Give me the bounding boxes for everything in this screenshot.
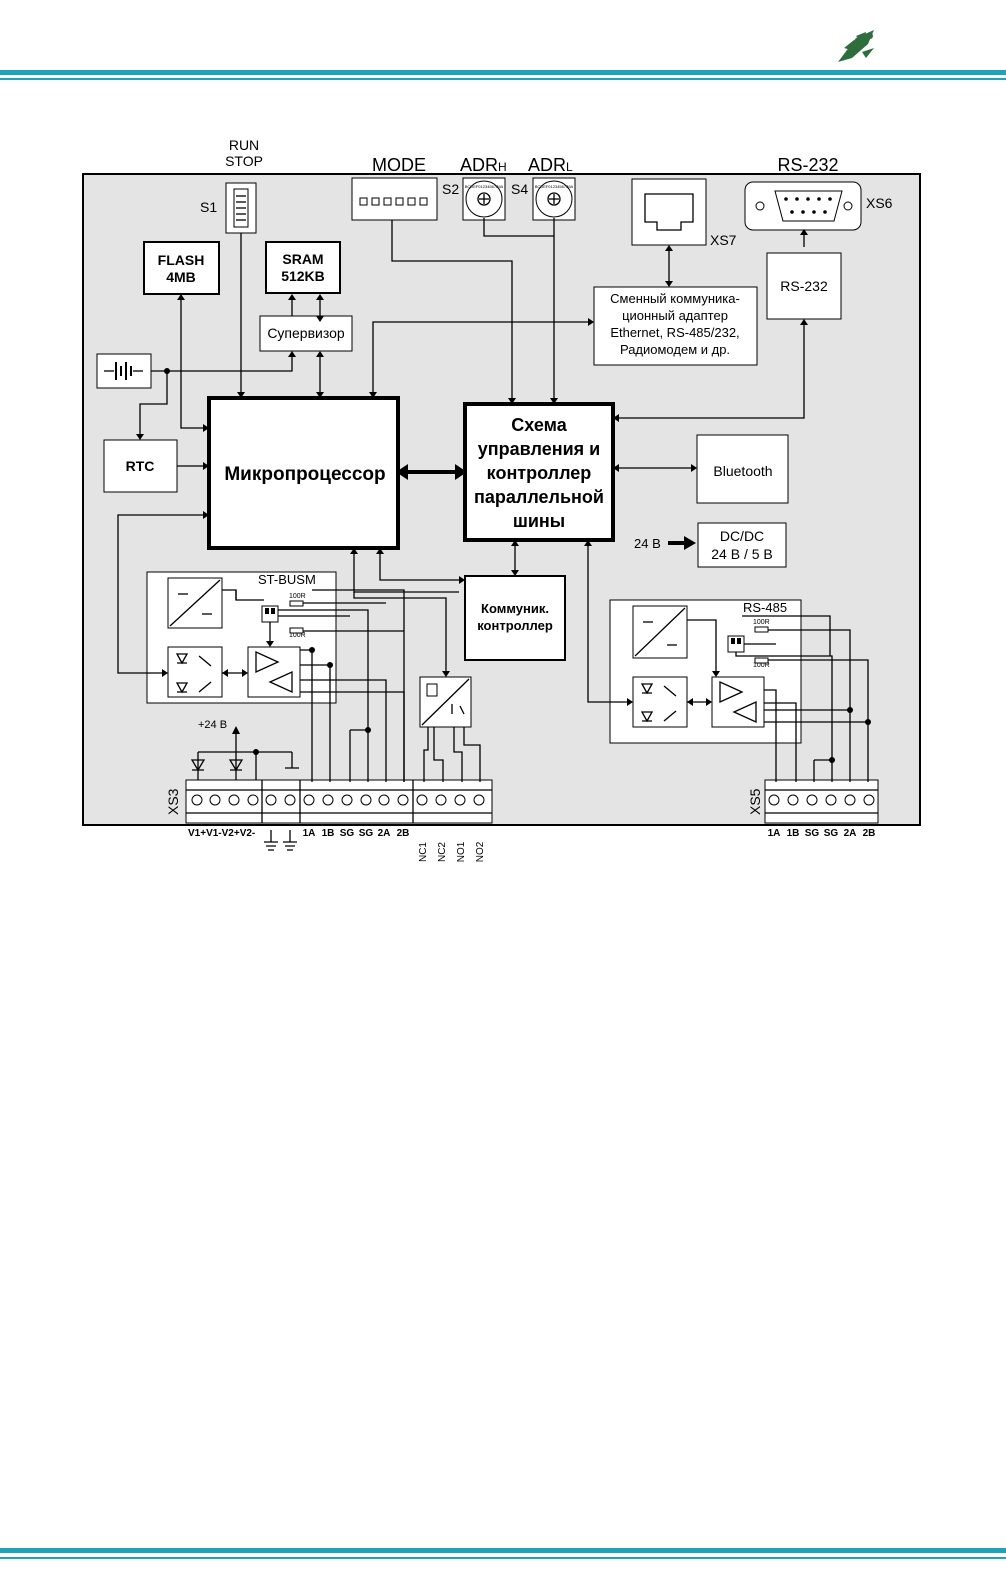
xs3-pin-2a: 2A — [378, 828, 391, 839]
rs232-title: RS-232 — [777, 155, 838, 175]
rotary-digits-s2: BCDEF0123456789A — [465, 184, 504, 189]
comm-label-1: Коммуник. — [481, 601, 549, 616]
flash-label-1: FLASH — [158, 252, 205, 268]
xs7-label: XS7 — [710, 232, 737, 248]
diode-network — [190, 726, 299, 782]
run-stop-switch — [225, 182, 257, 234]
rs485-block: RS-485 100R 100R — [609, 599, 802, 744]
s1-label: S1 — [200, 199, 217, 215]
flash-block: FLASH 4MB — [143, 241, 220, 295]
xs3-label: XS3 — [165, 788, 181, 815]
ctrl-label-4: параллельной — [474, 487, 604, 507]
sram-block: SRAM 512KB — [265, 241, 341, 294]
xs3-pin-nc2: NC2 — [437, 842, 448, 862]
mode-label: MODE — [372, 155, 426, 175]
bus-controller-block: Схема управления и контроллер параллельн… — [463, 402, 615, 542]
header-rule-thin — [0, 78, 1006, 80]
adapter-label-3: Ethernet, RS-485/232, — [610, 325, 739, 340]
rtc-block: RTC — [103, 439, 178, 493]
mode-dip-switch — [351, 177, 438, 221]
comm-label-2: контроллер — [477, 618, 553, 633]
header — [0, 30, 1006, 80]
xs3-pin-nc1: NC1 — [418, 842, 429, 862]
xs6-label: XS6 — [866, 195, 893, 211]
db9-connector-icon — [744, 181, 862, 231]
footer — [0, 1548, 1006, 1559]
ctrl-label-3: контроллер — [487, 463, 592, 483]
xs5-pin-2a: 2A — [844, 828, 857, 839]
ctrl-label-2: управления и — [478, 439, 600, 459]
ctrl-label-5: шины — [513, 511, 565, 531]
st-busm-block: ST-BUSM 100R 100R — [146, 571, 337, 704]
rs232-block: RS-232 — [766, 252, 842, 320]
footer-rule-thick — [0, 1548, 1006, 1553]
bluetooth-block: Bluetooth — [696, 434, 789, 504]
xs3-pin-1a: 1A — [303, 828, 316, 839]
xs3-pin-no2: NO2 — [475, 841, 486, 862]
sram-label-2: 512KB — [281, 268, 325, 284]
comm-controller-block: Коммуник. контроллер — [464, 575, 566, 661]
xs3-pin-sg2: SG — [359, 828, 374, 839]
ground-icons — [264, 830, 297, 851]
bluetooth-label: Bluetooth — [713, 463, 772, 479]
ctrl-label-1: Схема — [511, 415, 567, 435]
arrowheads — [136, 229, 808, 706]
power-in-label: 24 В — [634, 536, 661, 551]
fir-branch-logo-icon — [838, 30, 874, 62]
battery-icon — [96, 353, 152, 389]
adrh-rotary-switch: BCDEF0123456789A — [462, 177, 506, 221]
xs5-terminal-block — [764, 779, 879, 824]
adrh-label: ADRH — [460, 155, 507, 175]
dcdc-label-1: DC/DC — [720, 528, 764, 544]
xs3-pin-1b: 1B — [322, 828, 335, 839]
resistor-label-485-2: 100R — [753, 662, 770, 669]
connection-lines — [117, 218, 871, 782]
cpu-label: Микропроцессор — [224, 464, 385, 485]
flash-label-2: 4MB — [166, 269, 196, 285]
xs3-pin-no1: NO1 — [456, 841, 467, 862]
xs5-pin-sg1: SG — [805, 828, 820, 839]
xs5-label: XS5 — [747, 788, 763, 815]
resistor-label-busm-2: 100R — [289, 632, 306, 639]
rtc-label: RTC — [126, 458, 155, 474]
header-rule-thick — [0, 70, 1006, 75]
xs5-pin-sg2: SG — [824, 828, 839, 839]
cpu-block: Микропроцессор — [207, 396, 400, 550]
s4-label: S4 — [511, 181, 528, 197]
relay-block — [419, 676, 472, 728]
xs5-pin-1b: 1B — [787, 828, 800, 839]
dcdc-label-2: 24 В / 5 В — [711, 546, 772, 562]
st-busm-label: ST-BUSM — [258, 572, 316, 587]
rs485-label: RS-485 — [743, 600, 787, 615]
xs3-pin-sg1: SG — [340, 828, 355, 839]
resistor-label-485-1: 100R — [753, 619, 770, 626]
resistor-label-busm-1: 100R — [289, 593, 306, 600]
stop-label: STOP — [225, 153, 263, 169]
xs3-pin-2b: 2B — [397, 828, 410, 839]
rs232-box-label: RS-232 — [780, 278, 828, 294]
supervisor-label: Супервизор — [267, 325, 345, 341]
xs5-pin-1a: 1A — [768, 828, 781, 839]
plus24-label: +24 В — [198, 719, 227, 731]
xs3-pins-power: V1+V1-V2+V2- — [188, 828, 255, 839]
adapter-block: Сменный коммуника- ционный адаптер Ether… — [593, 286, 758, 366]
dcdc-block: DC/DC 24 В / 5 В — [697, 522, 787, 568]
supervisor-block: Супервизор — [259, 315, 353, 352]
rj45-connector-icon — [631, 178, 707, 246]
sram-label-1: SRAM — [282, 251, 323, 267]
run-label: RUN — [229, 137, 259, 153]
adrl-label: ADRL — [528, 155, 573, 175]
xs5-pin-2b: 2B — [863, 828, 876, 839]
adapter-label-2: ционный адаптер — [622, 308, 728, 323]
adrl-rotary-switch: BCDEF0123456789A — [532, 177, 576, 221]
adapter-label-1: Сменный коммуника- — [610, 291, 740, 306]
footer-rule-thin — [0, 1557, 1006, 1559]
adapter-label-4: Радиомодем и др. — [620, 342, 730, 357]
xs3-terminal-block — [185, 779, 493, 824]
s2-label: S2 — [442, 181, 459, 197]
rotary-digits-s4: BCDEF0123456789A — [535, 184, 574, 189]
